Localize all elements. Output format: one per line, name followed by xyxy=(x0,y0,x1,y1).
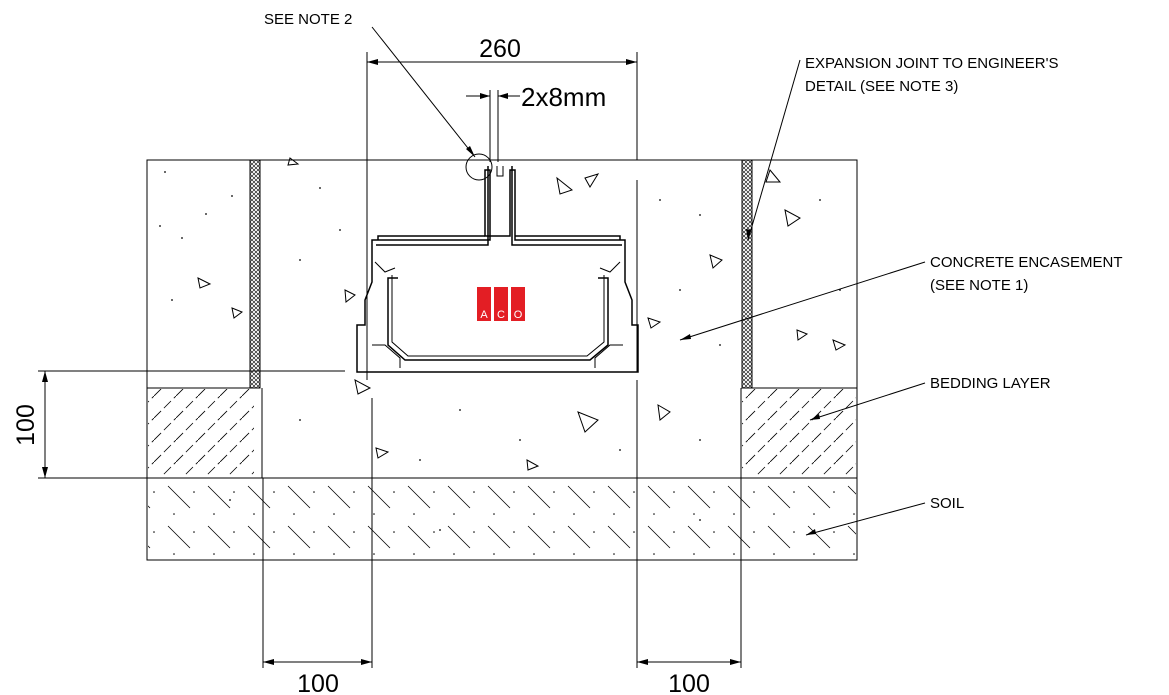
dimension-bottom-right: 100 xyxy=(636,380,742,695)
dim-260-label: 260 xyxy=(479,35,521,63)
dim-2x8mm-label: 2x8mm xyxy=(521,82,606,112)
label-expansion-joint-line2: DETAIL (SEE NOTE 3) xyxy=(805,78,958,95)
bedding-layer-left xyxy=(148,389,254,475)
label-expansion-joint-line1: EXPANSION JOINT TO ENGINEER'S xyxy=(805,55,1058,72)
aggregate-marks xyxy=(197,157,847,471)
logo-letter-a: A xyxy=(480,309,488,321)
dim-left-100-label: 100 xyxy=(12,404,40,446)
expansion-joint-right xyxy=(741,159,753,389)
channel-body xyxy=(356,169,639,373)
dim-bottom-left-100-label: 100 xyxy=(297,670,339,695)
aco-logo: A C O xyxy=(477,287,525,321)
dimension-top-width: 260 xyxy=(366,35,638,380)
label-concrete-encasement-line2: (SEE NOTE 1) xyxy=(930,277,1028,294)
label-see-note-2: SEE NOTE 2 xyxy=(264,11,352,28)
label-bedding-layer: BEDDING LAYER xyxy=(930,375,1051,392)
soil-layer xyxy=(146,477,858,561)
logo-letter-o: O xyxy=(514,309,523,321)
bedding-layer-right xyxy=(742,389,856,475)
concrete-dots xyxy=(159,171,841,531)
label-soil: SOIL xyxy=(930,495,964,512)
dimension-bottom-left: 100 xyxy=(262,398,373,695)
dimension-left-height: 100 xyxy=(12,370,345,479)
detail-circle xyxy=(465,153,493,181)
dimension-slot-gap: 2x8mm xyxy=(466,82,606,162)
expansion-joint-left xyxy=(249,159,261,389)
leader-lines xyxy=(371,26,926,536)
dim-bottom-right-100-label: 100 xyxy=(668,670,710,695)
logo-letter-c: C xyxy=(497,309,505,321)
channel-inner xyxy=(387,277,609,361)
label-concrete-encasement-line1: CONCRETE ENCASEMENT xyxy=(930,254,1123,271)
